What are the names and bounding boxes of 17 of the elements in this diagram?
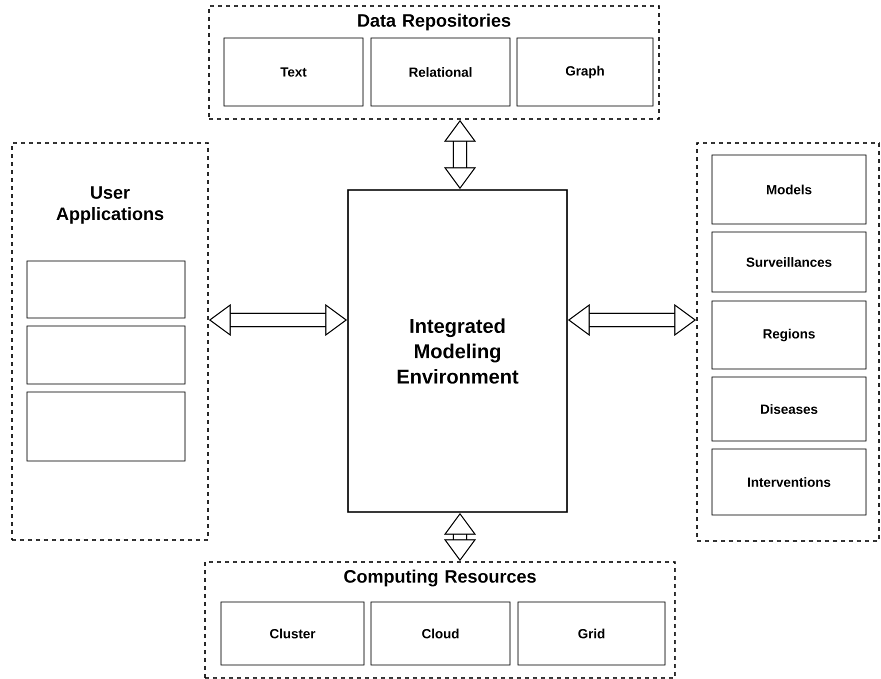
component-box: Cloud: [370, 602, 510, 666]
component-box: Diseases: [712, 376, 866, 442]
component-box: Surveillances: [712, 232, 866, 292]
group-box: User Applications: [11, 142, 209, 541]
component-box: Regions: [712, 300, 866, 370]
component-box: Cluster: [220, 602, 364, 666]
component-box: [26, 260, 186, 318]
component-box: [26, 326, 186, 384]
main-box: Integrated Modeling Environment: [347, 189, 568, 513]
component-box: Text: [224, 38, 364, 106]
group-box: [696, 142, 880, 542]
component-box: Graph: [516, 38, 654, 106]
component-box: [26, 392, 186, 462]
component-box: Relational: [370, 38, 510, 106]
component-box: Models: [712, 154, 866, 224]
component-box: Interventions: [712, 448, 866, 516]
component-box: Grid: [518, 602, 666, 666]
